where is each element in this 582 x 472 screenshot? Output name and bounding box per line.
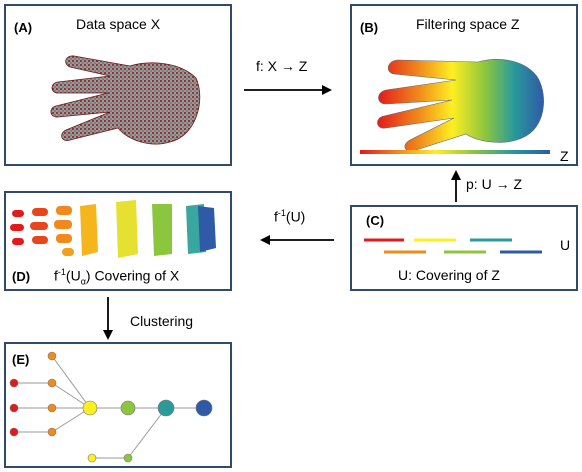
panel-b-title: Filtering space Z (416, 16, 520, 32)
node-orange-2 (47, 378, 57, 388)
node-green-large (120, 400, 136, 416)
panel-a-title: Data space X (76, 16, 161, 32)
node-orange-1 (47, 351, 57, 361)
cluster-nodes (9, 351, 213, 463)
node-green-small (123, 453, 133, 463)
panel-cluster-graph: (E) (4, 342, 232, 468)
node-blue-large (195, 399, 213, 417)
filter-color-bar (360, 150, 550, 154)
node-yellow-small (87, 453, 97, 463)
node-teal-large (157, 399, 175, 417)
panel-covering-z: (C) U U: Covering of Z (350, 205, 578, 291)
filter-axis-label: Z (560, 148, 569, 164)
panel-c-title: U: Covering of Z (398, 267, 500, 283)
panel-e-label: (E) (12, 352, 30, 367)
panel-c-label: (C) (366, 213, 385, 228)
cluster-graph (14, 355, 204, 459)
node-red-1 (9, 378, 19, 388)
hand-point-cloud (50, 55, 201, 145)
node-orange-4 (47, 427, 57, 437)
node-yellow-large (82, 400, 98, 416)
arrow-label-f-x-to-z: f: X → Z (256, 58, 308, 74)
arrow-label-p-u-to-z: p: U → Z (466, 176, 523, 192)
hand-filtered-colored (377, 59, 544, 152)
arrow-label-clustering: Clustering (130, 313, 194, 329)
arrow-label-f-inverse-u: f-1(U) (274, 208, 306, 225)
node-red-2 (9, 403, 19, 413)
covering-u-label: U (560, 237, 571, 253)
covering-pieces (10, 200, 216, 258)
panel-d-label: (D) (12, 269, 31, 284)
node-orange-3 (47, 403, 57, 413)
panel-d-title: f-1(Uα) Covering of X (54, 267, 180, 287)
panel-b-label: (B) (360, 20, 379, 35)
covering-intervals (364, 238, 542, 254)
panel-a-label: (A) (14, 20, 33, 35)
node-red-3 (9, 427, 19, 437)
